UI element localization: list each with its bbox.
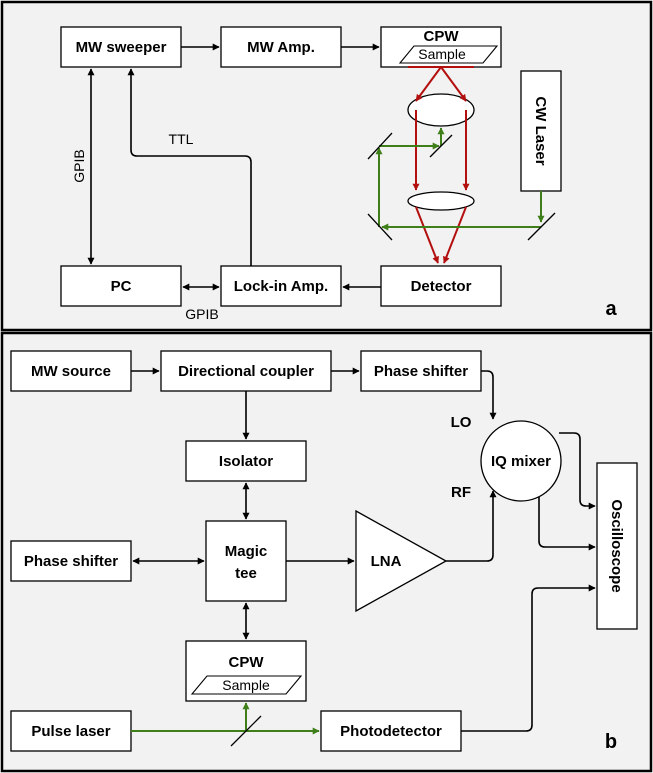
lens-lower bbox=[407, 191, 475, 211]
cpw-block-a: CPW Sample bbox=[380, 26, 502, 68]
mw-sweeper-block: MW sweeper bbox=[60, 26, 182, 68]
arrow-mixer-i-to-scope bbox=[559, 432, 596, 510]
cpw-label-a: CPW bbox=[424, 28, 460, 45]
isolator-block: Isolator bbox=[185, 440, 307, 482]
directional-coupler-block: Directional coupler bbox=[160, 350, 332, 392]
lna-block: LNA bbox=[355, 509, 448, 613]
magic-tee-label-line1: Magic bbox=[225, 543, 268, 560]
cw-laser-block: CW Laser bbox=[520, 70, 562, 192]
lockin-label: Lock-in Amp. bbox=[234, 278, 328, 295]
iq-mixer-label: IQ mixer bbox=[491, 453, 551, 470]
red-beam-left-down bbox=[415, 66, 442, 102]
sample-shape-b bbox=[190, 675, 303, 695]
mw-source-block: MW source bbox=[10, 350, 132, 392]
pulse-laser-block: Pulse laser bbox=[10, 710, 132, 752]
red-beam-converge-left bbox=[415, 206, 439, 264]
detector-block-a: Detector bbox=[380, 265, 502, 307]
magic-tee-label-line2: tee bbox=[235, 565, 257, 582]
cw-laser-label: CW Laser bbox=[532, 96, 549, 165]
lockin-block: Lock-in Amp. bbox=[220, 265, 342, 307]
oscilloscope-label: Oscilloscope bbox=[608, 499, 625, 592]
lo-label: LO bbox=[451, 414, 472, 431]
arrow-photodetector-to-scope bbox=[461, 584, 596, 732]
phase-shifter-left-label: Phase shifter bbox=[24, 553, 118, 570]
sample-label-a: Sample bbox=[418, 46, 466, 62]
phase-shifter-left-block: Phase shifter bbox=[10, 540, 132, 582]
photodetector-label: Photodetector bbox=[340, 723, 442, 740]
iq-mixer-block: IQ mixer bbox=[480, 420, 562, 502]
mirror-bottom-left bbox=[367, 213, 393, 241]
lens-upper bbox=[407, 93, 475, 127]
arrow-lna-to-mixer-rf bbox=[446, 490, 497, 562]
pc-label: PC bbox=[111, 278, 132, 295]
red-beam-right-down bbox=[440, 66, 467, 102]
panel-a-tag: a bbox=[605, 298, 617, 320]
sample-shape-a bbox=[398, 45, 499, 64]
ttl-link-lockin-to-sweeper bbox=[127, 68, 252, 266]
gpib-bottom-label: GPIB bbox=[185, 306, 218, 322]
mw-sweeper-label: MW sweeper bbox=[76, 39, 167, 56]
pc-block: PC bbox=[60, 265, 182, 307]
mw-amp-block: MW Amp. bbox=[220, 26, 342, 68]
mirror-bottom-right bbox=[527, 212, 556, 241]
mirror-top-center bbox=[429, 134, 453, 158]
ttl-label: TTL bbox=[169, 131, 194, 147]
gpib-vertical-label: GPIB bbox=[71, 149, 87, 182]
rf-label: RF bbox=[451, 484, 471, 501]
mirror-top-left bbox=[367, 132, 393, 160]
arrow-phase-to-mixer-lo bbox=[481, 370, 497, 420]
panel-a: MW sweeper MW Amp. CPW Sample CW Laser P… bbox=[0, 0, 653, 332]
phase-shifter-top-block: Phase shifter bbox=[360, 350, 482, 392]
cpw-label-b: CPW bbox=[229, 654, 265, 671]
beam-splitter-b bbox=[230, 715, 262, 747]
photodetector-block: Photodetector bbox=[320, 710, 462, 752]
phase-shifter-top-label: Phase shifter bbox=[374, 363, 468, 380]
panel-b-tag: b bbox=[605, 731, 617, 753]
red-beam-converge-right bbox=[443, 206, 467, 264]
sample-label-b: Sample bbox=[222, 677, 270, 693]
magic-tee-block: Magic tee bbox=[205, 520, 287, 602]
isolator-label: Isolator bbox=[219, 453, 273, 470]
arrow-mixer-q-to-scope bbox=[538, 497, 596, 551]
mw-source-label: MW source bbox=[31, 363, 111, 380]
pulse-laser-label: Pulse laser bbox=[31, 723, 110, 740]
cpw-block-b: CPW Sample bbox=[185, 640, 307, 702]
lna-label: LNA bbox=[371, 553, 402, 570]
detector-label-a: Detector bbox=[411, 278, 472, 295]
panel-b: MW source Directional coupler Phase shif… bbox=[0, 331, 653, 773]
oscilloscope-block: Oscilloscope bbox=[596, 462, 638, 630]
directional-coupler-label: Directional coupler bbox=[178, 363, 314, 380]
mw-amp-label: MW Amp. bbox=[247, 39, 315, 56]
